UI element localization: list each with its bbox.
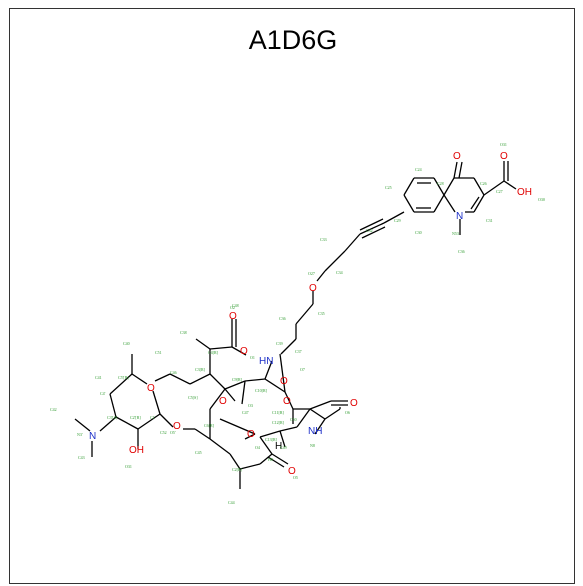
atom-index-c4r: C4[R] — [208, 350, 219, 355]
atom-label-o-ring-4: O — [247, 429, 255, 440]
atom-index-c30: C30 — [415, 230, 422, 235]
atom-index-c31: C31 — [486, 218, 493, 223]
molecule-structure: O O OH N O O HN O O O OH N O O O O O NH … — [50, 142, 545, 505]
atom-index-o1: O1 — [250, 355, 255, 360]
atom-index-c39: C39 — [276, 341, 283, 346]
atom-label-o-acid: O — [500, 151, 508, 162]
atom-index-o31: O31 — [500, 142, 507, 147]
quinolone-ring — [403, 161, 517, 235]
atom-index-c35: C35 — [318, 311, 325, 316]
atom-label-o-ring-2: O — [240, 346, 248, 357]
atom-label-oh-acid: OH — [517, 187, 532, 198]
atom-index-o27: O27 — [308, 271, 315, 276]
atom-index-c52: C52 — [160, 430, 167, 435]
atom-index-c45: C45 — [195, 450, 202, 455]
atom-index-c10r: C10[R] — [255, 388, 268, 393]
atom-index-c29: C29 — [394, 218, 401, 223]
atom-label-o-ring-1: O — [229, 311, 237, 322]
atom-index-o31b: O31 — [125, 464, 132, 469]
atom-index-o2: O2 — [230, 305, 235, 310]
atom-index-o6: O6 — [345, 410, 350, 415]
atom-label-o-sugar: O — [147, 383, 155, 394]
atom-index-o4: O4 — [255, 445, 260, 450]
atom-index-c2r: C2[R] — [232, 467, 243, 472]
atom-index-c25: C25 — [385, 185, 392, 190]
atom-label-o-ether: O — [309, 283, 317, 294]
atom-index-c1p: C1' — [150, 415, 156, 420]
atom-index-c47: C47 — [242, 410, 249, 415]
atom-label-o-carbamate-ring: O — [283, 396, 291, 407]
atom-index-c40: C40 — [123, 341, 130, 346]
atom-index-n53: N53 — [452, 231, 459, 236]
atom-index-o5p: O5' — [170, 430, 176, 435]
atom-index-o7: O7 — [300, 367, 305, 372]
atom-index-c43: C43 — [78, 455, 85, 460]
atom-index-c13r: C13[R] — [265, 437, 278, 442]
atom-index-c32: C32 — [366, 228, 373, 233]
atom-label-n-quinoline: N — [456, 211, 463, 222]
atom-index-c46: C46 — [170, 370, 177, 375]
atom-index-c51: C51 — [155, 350, 162, 355]
atom-index-c12r: C12[R] — [272, 420, 285, 425]
atom-index-c26: C26 — [480, 181, 487, 186]
atom-index-c49: C49 — [280, 445, 287, 450]
atom-index-c38: C38 — [180, 330, 187, 335]
atom-index-n3p: N3' — [77, 432, 83, 437]
atom-index-c9r: C9[R] — [232, 377, 243, 382]
atom-label-nh: NH — [308, 426, 322, 437]
atom-index-c44: C44 — [228, 500, 235, 505]
atom-label-o-ring-3: O — [219, 396, 227, 407]
atom-label-n-dimethyl: N — [89, 431, 96, 442]
atom-index-c41: C41 — [95, 375, 102, 380]
figure-frame: A1D6G — [9, 8, 575, 584]
atom-index-c36: C36 — [279, 316, 286, 321]
atom-label-o-carbamate-co: O — [350, 398, 358, 409]
atom-index-c5p: C5'[R] — [118, 375, 129, 380]
atom-index-c3r: C3[R] — [195, 367, 206, 372]
figure-title: A1D6G — [248, 25, 338, 55]
atom-label-oh-sugar: OH — [129, 445, 144, 456]
atom-index-n8: N8 — [310, 443, 315, 448]
atom-label-o-glyco: O — [173, 421, 181, 432]
atom-index-h8: H8 — [268, 457, 273, 462]
atom-index-o30: O30 — [538, 197, 545, 202]
atom-index-c36b: C36 — [458, 249, 465, 254]
atom-index-c42: C42 — [50, 407, 57, 412]
atom-index-o3: O3 — [248, 403, 253, 408]
alkyne-linker — [280, 211, 405, 355]
atom-index-c5s: C5[S] — [188, 395, 198, 400]
atom-index-c48: C48 — [232, 303, 239, 308]
carbamate-ring — [309, 407, 341, 435]
atom-index-c27: C27 — [496, 189, 503, 194]
sugar-ring — [74, 354, 195, 457]
atom-index-c50: C50 — [290, 417, 297, 422]
atom-index-c6r: C6[R] — [204, 423, 215, 428]
atom-index-o5: O5 — [293, 475, 298, 480]
atom-index-c3p: C3'[S] — [107, 415, 118, 420]
atom-index-c4p: C4' — [100, 391, 106, 396]
atom-label-o-carbamate: O — [280, 376, 288, 387]
atom-label-h: H — [275, 441, 282, 452]
atom-label-hn: HN — [259, 356, 273, 367]
atom-index-c2p: C2'[R] — [130, 415, 141, 420]
atom-index-c37: C37 — [295, 349, 302, 354]
atom-label-o-ketone: O — [288, 466, 296, 477]
macrolide-ring — [169, 319, 348, 489]
atom-index-c34: C34 — [336, 270, 343, 275]
atom-index-c33: C33 — [320, 237, 327, 242]
atom-index-c28: C28 — [437, 181, 444, 186]
atom-label-o-quinolone: O — [453, 151, 461, 162]
atom-index-c24: C24 — [415, 167, 422, 172]
atom-index-c11r: C11[R] — [272, 410, 285, 415]
